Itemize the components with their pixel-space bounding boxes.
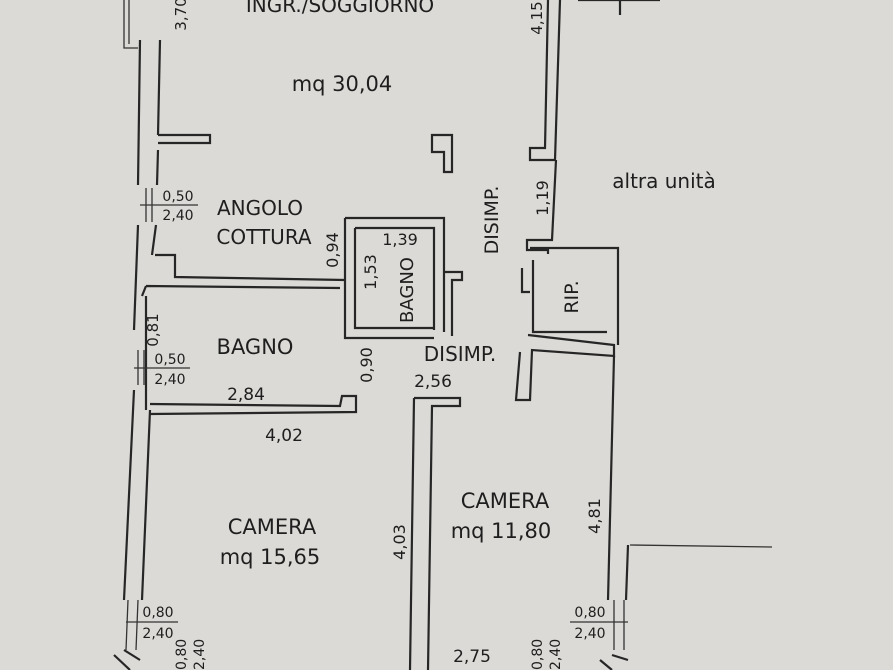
bagno-small-walls [343,216,464,340]
dim-cottura-height: 0,94 [323,232,342,268]
window-camera-left-w: 0,80 [142,605,173,621]
dim-top-left: 3,70 [172,0,190,31]
window-bagno-h: 2,40 [154,372,185,388]
dim-disimp-lower-width: 2,56 [414,372,452,392]
dim-camera-left-width: 4,02 [265,426,303,446]
window-cottura-w: 0,50 [162,189,193,205]
bagno-walls [140,284,358,416]
angolo-cottura-label-2: COTTURA [216,225,312,249]
window-cottura-h: 2,40 [162,208,193,224]
bagno-label: BAGNO [217,335,294,359]
camera-right-east-wall [606,355,630,601]
camera-right-label: CAMERA [461,489,550,513]
bottom-left-corner [113,649,141,670]
angolo-cottura-label-1: ANGOLO [217,196,303,220]
dim-bagno-height: 0,90 [357,347,376,383]
dim-disimp-width: 1,19 [533,180,552,216]
dim-top-right: 4,15 [528,1,546,34]
other-unit-boundary [629,544,773,548]
cottura-bottom-wall [155,253,346,282]
camera-left-area: mq 15,65 [220,545,321,569]
window-camera-right-bottom-h: 2,40 [548,639,564,670]
rip-label: RIP. [561,280,583,313]
camera-left-label: CAMERA [228,515,317,539]
camera-right-wall [514,333,616,402]
dim-bagno-left-tag: 0,81 [144,313,162,346]
disimp-lower-label: DISIMP. [424,342,496,366]
top-right-fragment [578,0,660,15]
camera-left-divider [408,396,462,670]
dim-bagno-small-depth: 1,53 [361,254,380,290]
window-camera-right-w: 0,80 [574,605,605,621]
dim-bagno-width: 2,84 [227,385,265,405]
other-unit-label: altra unità [612,169,716,193]
dim-bagno-small-width: 1,39 [382,230,418,249]
window-camera-left-bottom-h: 2,40 [192,639,208,670]
window-camera-right-bottom-w: 0,80 [530,639,546,670]
window-marker-cottura [140,188,198,222]
window-markers [125,188,628,651]
dim-camera-right-width: 2,75 [453,647,491,667]
bagno-small-label: BAGNO [397,257,418,323]
rip-walls [520,246,620,345]
disimp-upper-label: DISIMP. [481,186,503,255]
window-marker-camera-left [125,599,178,651]
left-exterior-wall-mid [122,224,158,601]
window-camera-left-bottom-w: 0,80 [174,639,190,670]
dim-camera-left-height: 4,03 [390,524,409,560]
room-labels: INGR./SOGGIORNO mq 30,04 ANGOLO COTTURA … [216,0,715,569]
top-left-window-frame [123,0,138,49]
left-exterior-wall [136,39,162,186]
dimension-labels: 3,70 4,15 1,19 0,94 1,39 1,53 0,81 2,84 … [144,0,604,667]
soggiorno-label: INGR./SOGGIORNO [246,0,434,17]
soggiorno-right-wall [528,0,562,162]
camera-right-area: mq 11,80 [451,519,552,543]
window-camera-right-h: 2,40 [574,626,605,642]
soggiorno-stub [158,133,212,145]
window-bagno-w: 0,50 [154,352,185,368]
window-marker-bagno [134,350,190,385]
kitchen-symbol [430,133,454,174]
bottom-right-corner [599,653,629,670]
window-camera-left-h: 2,40 [142,626,173,642]
window-tags: 0,50 2,40 0,50 2,40 0,80 2,40 0,80 2,40 … [142,189,605,670]
soggiorno-area: mq 30,04 [292,72,393,96]
window-marker-camera-right [570,600,628,650]
disimp-right-wall [525,159,558,254]
walls [113,0,773,670]
dim-camera-right-height: 4,81 [585,498,604,534]
